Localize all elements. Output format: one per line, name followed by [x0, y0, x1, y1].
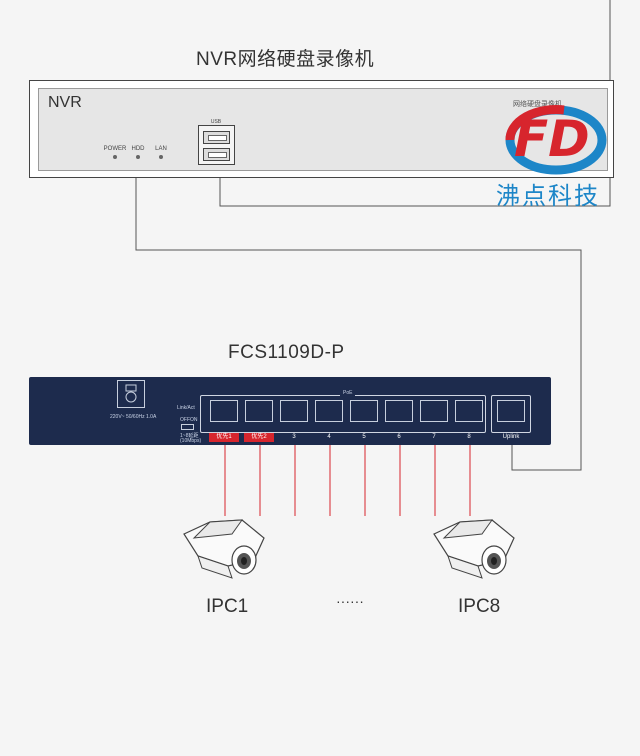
ipc-camera-icon: [433, 519, 515, 579]
lan-led-icon: [159, 155, 163, 159]
port-label: 6: [397, 434, 401, 440]
mode-note-speed: (10Mbps): [180, 438, 202, 444]
power-socket-icon: [117, 380, 145, 408]
indicator-power-label: POWER: [103, 146, 127, 152]
indicator-lan-label: LAN: [155, 146, 167, 152]
power-led-icon: [113, 155, 117, 159]
nvr-panel-name: NVR: [48, 94, 82, 111]
usb-port-icon: [203, 131, 230, 144]
rj45-port-icon[interactable]: [210, 400, 238, 422]
nvr-panel-small-text: 网络硬盘录像机: [513, 101, 562, 108]
rj45-port-icon[interactable]: [350, 400, 378, 422]
port-label: 优先1: [209, 433, 239, 442]
brand-logo-icon: FD: [505, 105, 607, 175]
poe-label: PoE: [340, 390, 356, 396]
rj45-port-icon[interactable]: [315, 400, 343, 422]
toggle-on-label: ON: [190, 417, 198, 423]
poe-wire-group: [224, 445, 471, 516]
rj45-port-icon[interactable]: [245, 400, 273, 422]
rj45-port-icon[interactable]: [385, 400, 413, 422]
uplink-port-icon[interactable]: [497, 400, 525, 422]
mode-note: 1~8延距: [180, 433, 199, 439]
usb-label: USB: [210, 119, 222, 125]
rj45-port-icon[interactable]: [280, 400, 308, 422]
uplink-label: Uplink: [502, 434, 520, 440]
port-label: 3: [292, 434, 296, 440]
indicator-hdd-label: HDD: [131, 146, 145, 152]
port-label: 4: [327, 434, 331, 440]
toggle-off-label: OFF: [180, 417, 190, 423]
port-label: 8: [467, 434, 471, 440]
ipc8-label: IPC8: [458, 596, 501, 617]
logo-letters: FD: [514, 110, 590, 168]
hdd-led-icon: [136, 155, 140, 159]
usb-port-icon: [203, 148, 230, 161]
power-spec: 220V~ 50/60Hz 1.0A: [110, 414, 157, 420]
ipc1-label: IPC1: [206, 596, 249, 617]
link-act-label: Link/Act: [177, 405, 195, 411]
mode-toggle-switch[interactable]: [181, 424, 194, 430]
port-label: 5: [362, 434, 366, 440]
port-label: 7: [432, 434, 436, 440]
rj45-port-icon[interactable]: [420, 400, 448, 422]
switch-title: FCS1109D-P: [228, 342, 345, 363]
port-label: 优先2: [244, 433, 274, 442]
uplink-port-group: [491, 395, 531, 433]
brand-name: 沸点科技: [496, 183, 600, 210]
wire-nvr-to-uplink: [135, 178, 582, 471]
rj45-port-icon[interactable]: [455, 400, 483, 422]
usb-port-block: [198, 125, 235, 165]
ipc-camera-icon: [183, 519, 265, 579]
ipc-ellipsis: ······: [336, 593, 364, 609]
nvr-title: NVR网络硬盘录像机: [196, 49, 375, 70]
